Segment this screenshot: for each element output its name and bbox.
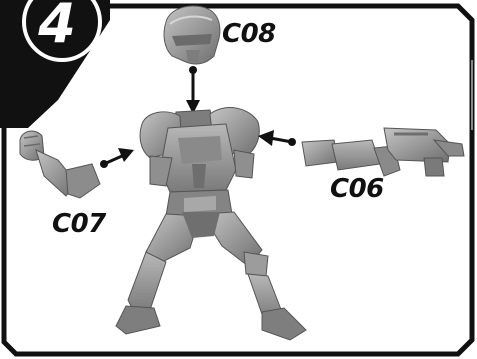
arrow-head-to-torso — [186, 66, 200, 114]
part-label-c06: C06 — [330, 175, 384, 203]
arrow-right-arm-to-torso — [258, 130, 296, 146]
left-arm-part-c07 — [20, 131, 100, 198]
helmet-part-c08 — [164, 6, 220, 64]
arrow-left-arm-to-torso — [100, 148, 134, 168]
right-arm-part-c06 — [302, 128, 464, 176]
legs-part — [116, 212, 306, 340]
part-label-c07: C07 — [52, 210, 106, 238]
step-number: 4 — [22, 0, 92, 56]
part-label-c08: C08 — [222, 20, 276, 48]
torso-part — [140, 108, 259, 216]
